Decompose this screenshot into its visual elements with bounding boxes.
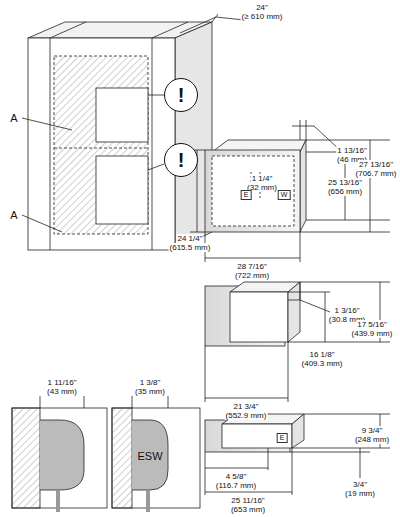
dimension-label: (≥ 610 mm) [241, 12, 284, 21]
dimension-label: 1 3/8" [139, 378, 162, 387]
dimension-label: (706.7 mm) [355, 169, 398, 178]
warning-circle: ! [164, 78, 198, 112]
dimension-label: (248 mm) [354, 435, 390, 444]
part-letter: A [9, 209, 18, 221]
connection-mark: E [241, 190, 252, 200]
dimension-label: 17 5/16" [356, 320, 388, 329]
dimension-label: 1 1/4" [251, 174, 274, 183]
dimension-label: 24 1/4" [176, 234, 203, 243]
dimension-label: (552.9 mm) [225, 411, 268, 420]
connection-mark: W [278, 190, 291, 200]
dimension-label: 16 1/8" [308, 350, 335, 359]
warning-mark: ! [178, 85, 185, 105]
dimension-label: 3/4" [352, 480, 368, 489]
dimension-label: 4 5/8" [225, 472, 248, 481]
dimension-label: (656 mm) [327, 187, 363, 196]
dimension-label: (439.9 mm) [351, 329, 394, 338]
dimension-label: (35 mm) [134, 387, 166, 396]
part-letter: ESW [136, 450, 163, 462]
dimension-label: 1 3/16" [333, 306, 360, 315]
warning-circle: ! [164, 143, 198, 177]
dimension-label: (409.3 mm) [301, 359, 344, 368]
part-letter: A [9, 112, 18, 124]
dimension-label: 25 11/16" [230, 496, 265, 505]
dimension-label: 21 3/4" [232, 402, 259, 411]
dimension-label: (722 mm) [234, 271, 270, 280]
dimension-label: 28 7/16" [236, 262, 268, 271]
dimension-label: 25 13/16" [327, 178, 363, 187]
dimension-label: (19 mm) [344, 489, 376, 498]
dimension-label: (43 mm) [46, 387, 78, 396]
dimension-label: (116.7 mm) [215, 481, 257, 490]
dimension-label: (615.5 mm) [169, 243, 212, 252]
dimension-label: 9 3/4" [361, 426, 384, 435]
dimension-label: 27 13/16" [358, 160, 394, 169]
dimension-label: 1 11/16" [47, 378, 78, 387]
connection-mark: E [277, 433, 288, 443]
dimension-label: (653 mm) [230, 505, 266, 514]
warning-mark: ! [178, 150, 185, 170]
dimension-label: 1 13/16" [336, 146, 368, 155]
dimension-label: 24" [255, 3, 269, 12]
